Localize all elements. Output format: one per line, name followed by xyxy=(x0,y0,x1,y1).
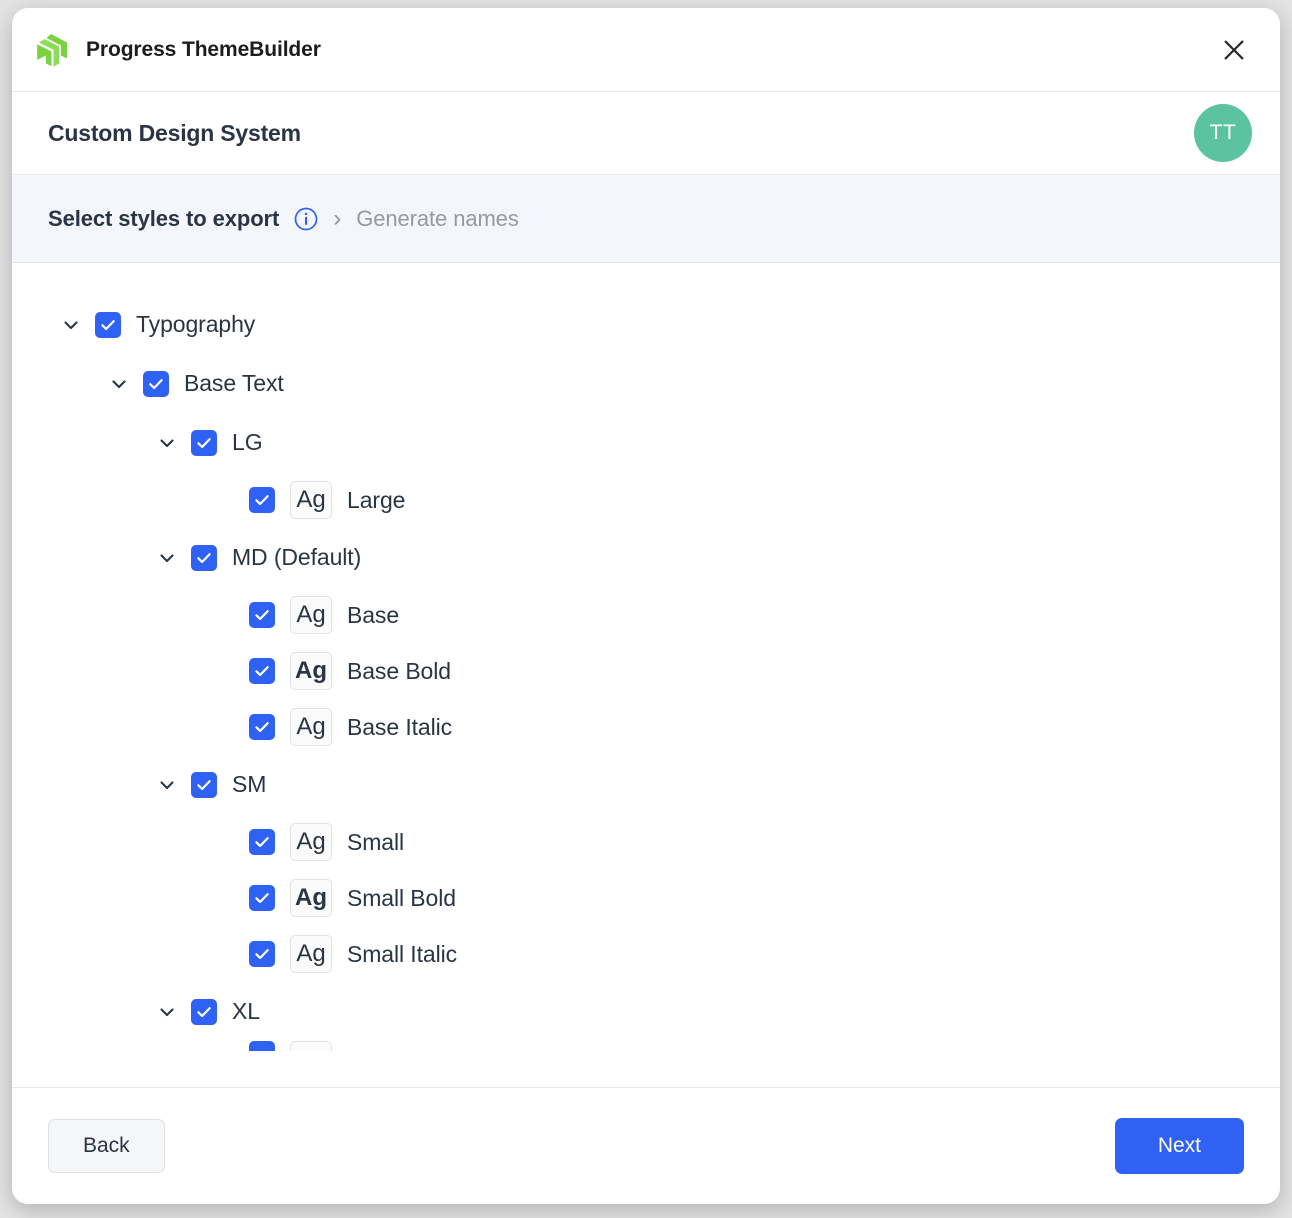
tree-row-group[interactable]: Typography xyxy=(12,295,1280,354)
ag-preview-swatch: Ag xyxy=(290,652,332,690)
checkbox[interactable] xyxy=(191,998,217,1025)
chevron-down-icon[interactable] xyxy=(60,314,82,336)
breadcrumb-step-generate-names[interactable]: Generate names xyxy=(356,205,519,231)
ag-preview-partial xyxy=(290,1041,332,1051)
tree-group-label: MD (Default) xyxy=(232,544,362,570)
tree-row-group[interactable]: MD (Default) xyxy=(12,528,1280,587)
tree-row-style[interactable]: Ag Base Bold xyxy=(12,643,1280,699)
breadcrumb: Select styles to export › Generate names xyxy=(12,175,1280,263)
checkbox[interactable] xyxy=(249,658,275,684)
checkbox[interactable] xyxy=(191,771,217,798)
tree-row-group[interactable]: Base Text xyxy=(12,354,1280,413)
tree-style-label: Small Bold xyxy=(347,884,456,911)
title-bar: Progress ThemeBuilder xyxy=(12,8,1280,92)
checkbox[interactable] xyxy=(249,487,275,513)
tree-group-label: Base Text xyxy=(184,370,284,396)
checkbox[interactable] xyxy=(249,885,275,911)
page-title: Custom Design System xyxy=(48,119,301,146)
chevron-down-icon[interactable] xyxy=(156,1001,178,1023)
dialog-footer: Back Next xyxy=(12,1088,1280,1204)
chevron-down-icon[interactable] xyxy=(156,774,178,796)
tree-group-label: Typography xyxy=(136,311,256,337)
tree-style-label: Large xyxy=(347,486,406,513)
progress-logo-icon xyxy=(34,33,68,67)
next-button[interactable]: Next xyxy=(1114,1118,1244,1174)
ag-preview-swatch: Ag xyxy=(290,596,332,634)
checkbox[interactable] xyxy=(191,429,217,456)
tree-style-label: Small xyxy=(347,828,405,855)
breadcrumb-separator-icon: › xyxy=(333,204,342,232)
avatar[interactable]: TT xyxy=(1194,104,1252,162)
tree-style-label: Small Italic xyxy=(347,940,457,967)
tree-row-style[interactable]: Ag Small Bold xyxy=(12,870,1280,926)
tree-row-partial[interactable] xyxy=(12,1041,1280,1055)
checkbox[interactable] xyxy=(249,829,275,855)
checkbox[interactable] xyxy=(95,311,121,338)
ag-preview-swatch: Ag xyxy=(290,823,332,861)
app-title: Progress ThemeBuilder xyxy=(86,37,321,61)
tree-row-style[interactable]: Ag Small Italic xyxy=(12,926,1280,982)
tree-style-label: Base xyxy=(347,601,400,628)
tree-group-label: SM xyxy=(232,771,267,797)
checkbox[interactable] xyxy=(143,370,169,397)
info-icon[interactable] xyxy=(293,206,319,232)
checkbox[interactable] xyxy=(249,941,275,967)
chevron-down-icon[interactable] xyxy=(108,373,130,395)
checkbox[interactable] xyxy=(249,602,275,628)
tree-row-style[interactable]: Ag Small xyxy=(12,814,1280,870)
chevron-down-icon[interactable] xyxy=(156,547,178,569)
project-bar: Custom Design System TT xyxy=(12,92,1280,175)
tree-group-label: XL xyxy=(232,998,260,1024)
back-button[interactable]: Back xyxy=(48,1119,165,1173)
checkbox-partial[interactable] xyxy=(249,1041,275,1051)
ag-preview-swatch: Ag xyxy=(290,708,332,746)
breadcrumb-step-select-styles: Select styles to export xyxy=(48,205,280,231)
chevron-down-icon[interactable] xyxy=(156,432,178,454)
tree-row-group[interactable]: XL xyxy=(12,982,1280,1041)
close-icon[interactable] xyxy=(1214,30,1254,70)
themebuilder-window: Progress ThemeBuilder Custom Design Syst… xyxy=(12,8,1280,1204)
tree-row-style[interactable]: Ag Base xyxy=(12,587,1280,643)
tree-style-label: Base Bold xyxy=(347,657,451,684)
tree-row-style[interactable]: Ag Base Italic xyxy=(12,699,1280,755)
checkbox[interactable] xyxy=(191,544,217,571)
tree-row-style[interactable]: Ag Large xyxy=(12,472,1280,528)
ag-preview-swatch: Ag xyxy=(290,481,332,519)
tree-row-group[interactable]: LG xyxy=(12,413,1280,472)
ag-preview-swatch: Ag xyxy=(290,879,332,917)
tree-group-label: LG xyxy=(232,429,263,455)
tree-row-group[interactable]: SM xyxy=(12,755,1280,814)
ag-preview-swatch: Ag xyxy=(290,935,332,973)
tree-style-label: Base Italic xyxy=(347,713,453,740)
checkbox[interactable] xyxy=(249,714,275,740)
